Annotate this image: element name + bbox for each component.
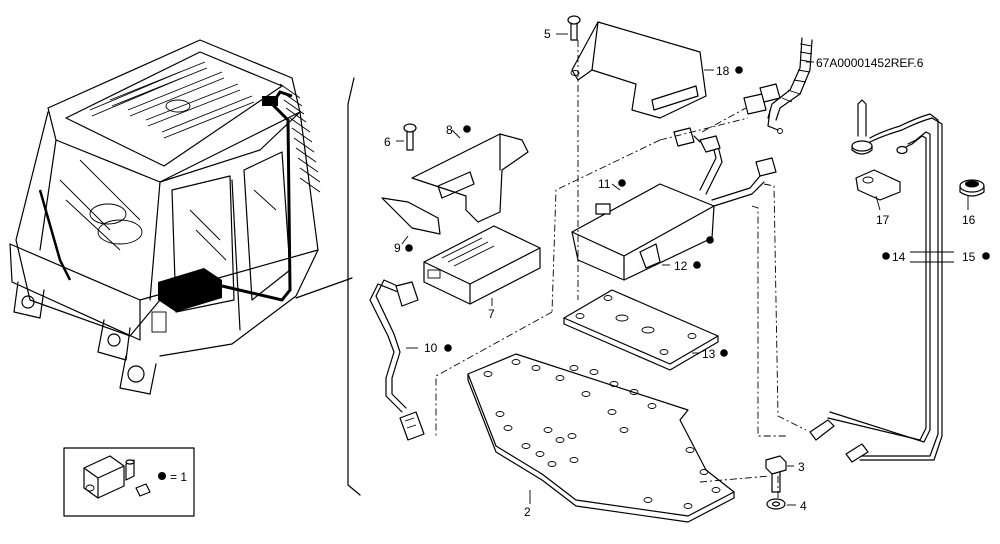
part-11-ecu: [571, 183, 715, 281]
part-6-screw: [403, 123, 417, 151]
callout-18-dot: [735, 66, 743, 74]
callout-ecu-dot: [706, 236, 714, 244]
part-17-tab: [855, 169, 901, 201]
callout-17: 17: [876, 213, 890, 227]
legend-equals-label: = 1: [170, 470, 187, 484]
callout-2: 2: [524, 505, 531, 519]
callout-7: 7: [488, 307, 495, 321]
part-7-module: [423, 225, 541, 305]
part-antenna: [809, 99, 954, 463]
callout-12-dot: [693, 261, 701, 269]
callout-10: 10: [424, 341, 438, 355]
part-4-washer: [766, 498, 786, 510]
callout-10-dot: [444, 344, 452, 352]
callout-18: 18: [716, 64, 730, 78]
callout-15: 15: [962, 250, 976, 264]
callout-16: 16: [962, 213, 976, 227]
callout-5: 5: [544, 27, 551, 41]
callout-11: 11: [598, 177, 611, 191]
cab-assembly: [9, 39, 361, 496]
part-11-harness: [673, 127, 777, 207]
callout-8: 8: [446, 123, 453, 137]
callout-14-dot: [882, 252, 890, 260]
leader-lines: [396, 33, 969, 506]
callout-14: 14: [892, 250, 906, 264]
callout-11-dot: [618, 179, 626, 187]
reference-label: 67A00001452REF.6: [816, 56, 924, 70]
part-9-clip: [381, 197, 441, 235]
part-5-screw: [567, 15, 581, 41]
callout-12: 12: [674, 259, 688, 273]
callout-8-dot: [463, 125, 471, 133]
callout-13: 13: [702, 347, 716, 361]
part-3-bolt: [765, 455, 787, 493]
part-13-plate: [563, 289, 719, 371]
placement-lines: [435, 40, 807, 500]
part-8-bracket: [411, 133, 529, 223]
callout-6: 6: [384, 135, 391, 149]
callout-labels: 5 6 8 9 7 10 11 12 13 18 67A00001452REF.…: [170, 27, 990, 519]
part-16-grommet: [959, 179, 985, 197]
callout-3: 3: [798, 460, 805, 474]
callout-4: 4: [800, 499, 807, 513]
kit-legend: [63, 447, 195, 517]
callout-9: 9: [394, 241, 401, 255]
part-10-harness: [369, 279, 425, 441]
part-18-bracket: [570, 21, 707, 119]
callout-15-dot: [982, 252, 990, 260]
part-top-harness: [743, 37, 813, 134]
part-2-base-plate: [467, 353, 735, 523]
callout-13-dot: [720, 349, 728, 357]
callout-9-dot: [405, 244, 413, 252]
